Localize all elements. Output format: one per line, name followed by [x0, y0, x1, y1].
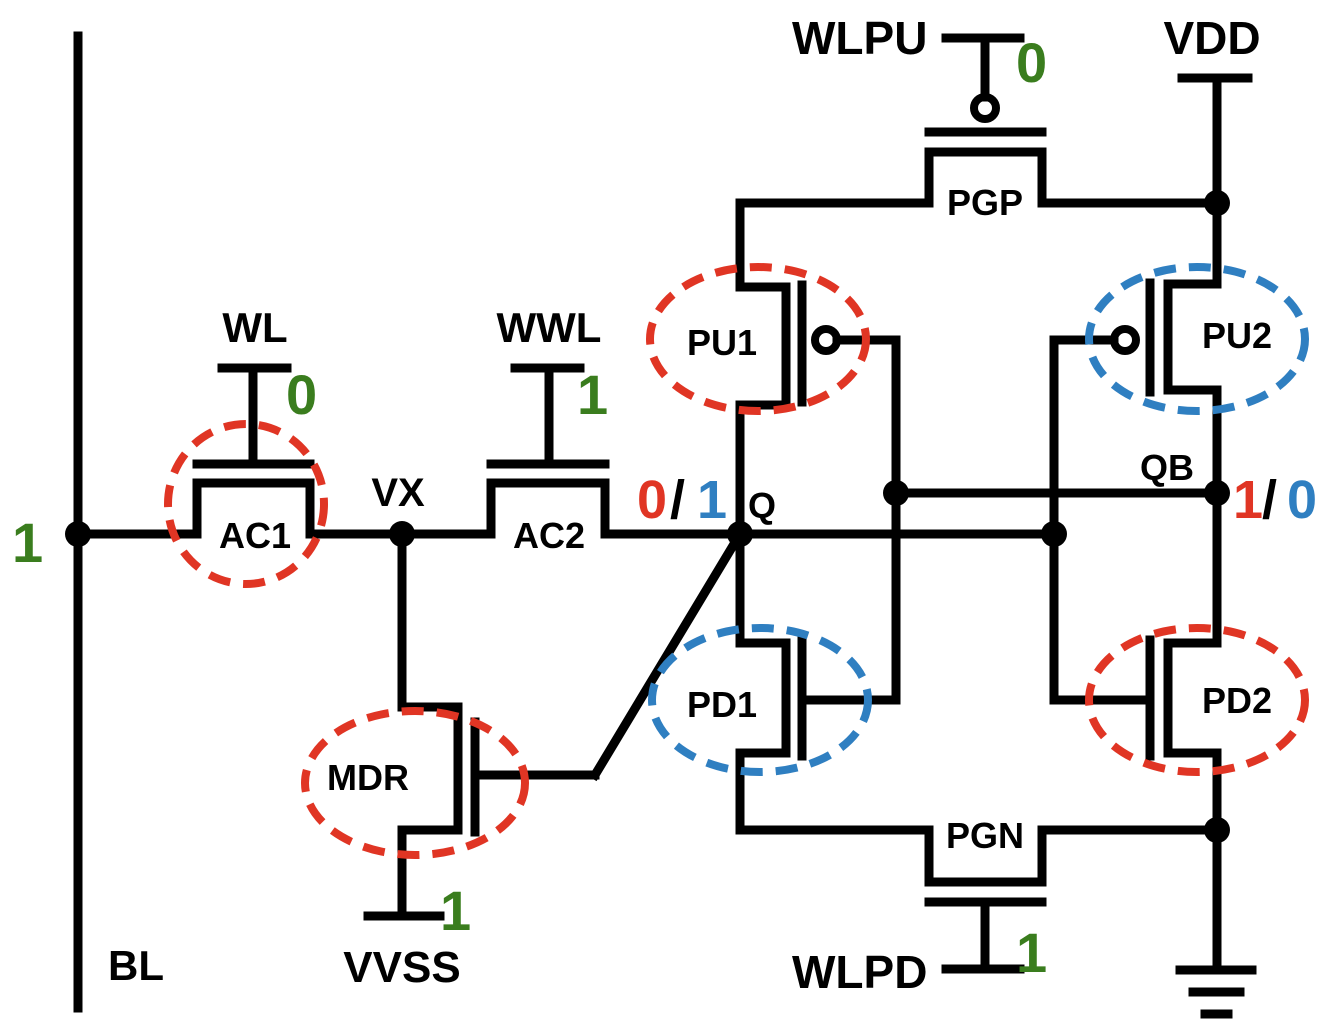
q-label: Q: [748, 485, 776, 526]
pu1-transistor: [735, 198, 901, 539]
pu2-highlight-ring: [1085, 263, 1309, 415]
qb-value-blue: 0: [1287, 470, 1317, 530]
pd2-transistor: [1049, 488, 1222, 835]
pd2-highlight-ring: [1085, 624, 1309, 776]
qb-value-slash: /: [1262, 470, 1277, 530]
q-value-red: 0: [637, 470, 667, 530]
wwl-label: WWL: [497, 304, 602, 351]
pd2-label: PD2: [1202, 680, 1272, 721]
pgn-label: PGN: [946, 815, 1024, 856]
qb-value-red: 1: [1233, 470, 1263, 530]
q-value-slash: /: [670, 470, 685, 530]
pd1-label: PD1: [687, 684, 757, 725]
vdd-label: VDD: [1163, 12, 1260, 64]
ac2-transistor: [397, 363, 745, 539]
mdr-highlight-ring: [301, 707, 529, 859]
pgp-transistor: [735, 33, 1222, 208]
wlpd-label: WLPD: [792, 946, 927, 998]
pgp-label: PGP: [947, 182, 1023, 223]
wl-value: 0: [286, 363, 317, 426]
qb-label: QB: [1140, 447, 1194, 488]
pu2-label: PU2: [1202, 315, 1272, 356]
pu1-label: PU1: [687, 322, 757, 363]
pd1-highlight-ring: [648, 624, 872, 776]
bl-value: 1: [12, 511, 43, 574]
bl-label: BL: [108, 942, 164, 989]
wlpu-label: WLPU: [792, 12, 927, 64]
q-value-blue: 1: [697, 470, 727, 530]
pu1-highlight-ring: [646, 263, 870, 415]
vx-label: VX: [371, 471, 425, 515]
wl-label: WL: [222, 304, 287, 351]
mdr-label: MDR: [327, 757, 409, 798]
junction-nodes: [65, 190, 1230, 843]
mdr-transistor: [363, 527, 747, 921]
ac1-transistor: [73, 363, 407, 539]
ground-symbol: [1175, 825, 1257, 1019]
vvss-label: VVSS: [343, 943, 460, 992]
pd1-transistor: [735, 488, 901, 835]
wlpd-value: 1: [1016, 921, 1047, 984]
ac1-highlight-ring: [164, 420, 328, 588]
wwl-value: 1: [577, 363, 608, 426]
ac1-label: AC1: [219, 515, 291, 556]
vdd-rail: [1177, 73, 1253, 208]
pu2-transistor: [1049, 198, 1222, 539]
vvss-value: 1: [440, 879, 471, 942]
ac2-label: AC2: [513, 515, 585, 556]
pgn-transistor: [735, 825, 1222, 974]
wlpu-value: 0: [1016, 31, 1047, 94]
